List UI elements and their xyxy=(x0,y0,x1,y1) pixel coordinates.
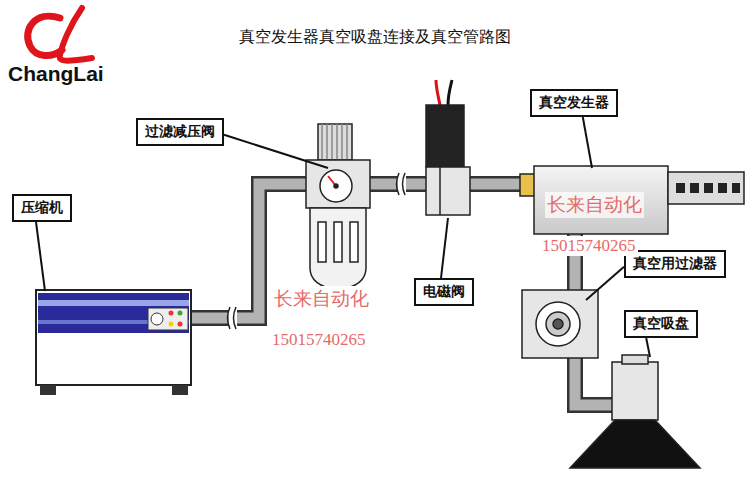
leader-line xyxy=(646,338,650,357)
leader-line xyxy=(441,218,448,278)
callout-label: 过滤减压阀 xyxy=(145,123,215,141)
solenoid-valve xyxy=(426,80,470,215)
callout-box: 真空发生器 xyxy=(530,89,618,117)
leader-line xyxy=(586,267,624,300)
callout-label: 真空吸盘 xyxy=(633,315,689,333)
callout-box: 真空用过滤器 xyxy=(624,250,726,278)
callout-label: 压缩机 xyxy=(21,199,63,217)
watermark: 15015740265 xyxy=(540,236,638,256)
title: 真空发生器真空吸盘连接及真空管路图 xyxy=(0,27,750,48)
brand-name: ChangLai xyxy=(6,62,106,86)
watermark: 长来自动化 xyxy=(272,286,371,312)
leader-line xyxy=(224,135,328,168)
callout-label: 电磁阀 xyxy=(423,283,465,301)
callout-box: 过滤减压阀 xyxy=(136,118,224,146)
logo-mark xyxy=(28,8,92,61)
filter-regulator xyxy=(306,124,370,290)
compressor xyxy=(36,290,191,395)
watermark: 15015740265 xyxy=(270,330,368,350)
watermark: 长来自动化 xyxy=(545,192,644,218)
callout-box: 真空吸盘 xyxy=(624,310,698,338)
vacuum-generator xyxy=(520,166,744,234)
suction-cup xyxy=(570,355,700,468)
leader-line xyxy=(36,222,45,291)
callout-label: 真空用过滤器 xyxy=(633,255,717,273)
callout-box: 压缩机 xyxy=(12,194,72,222)
callout-box: 电磁阀 xyxy=(414,278,474,306)
callout-label: 真空发生器 xyxy=(539,94,609,112)
leader-line xyxy=(583,117,592,168)
